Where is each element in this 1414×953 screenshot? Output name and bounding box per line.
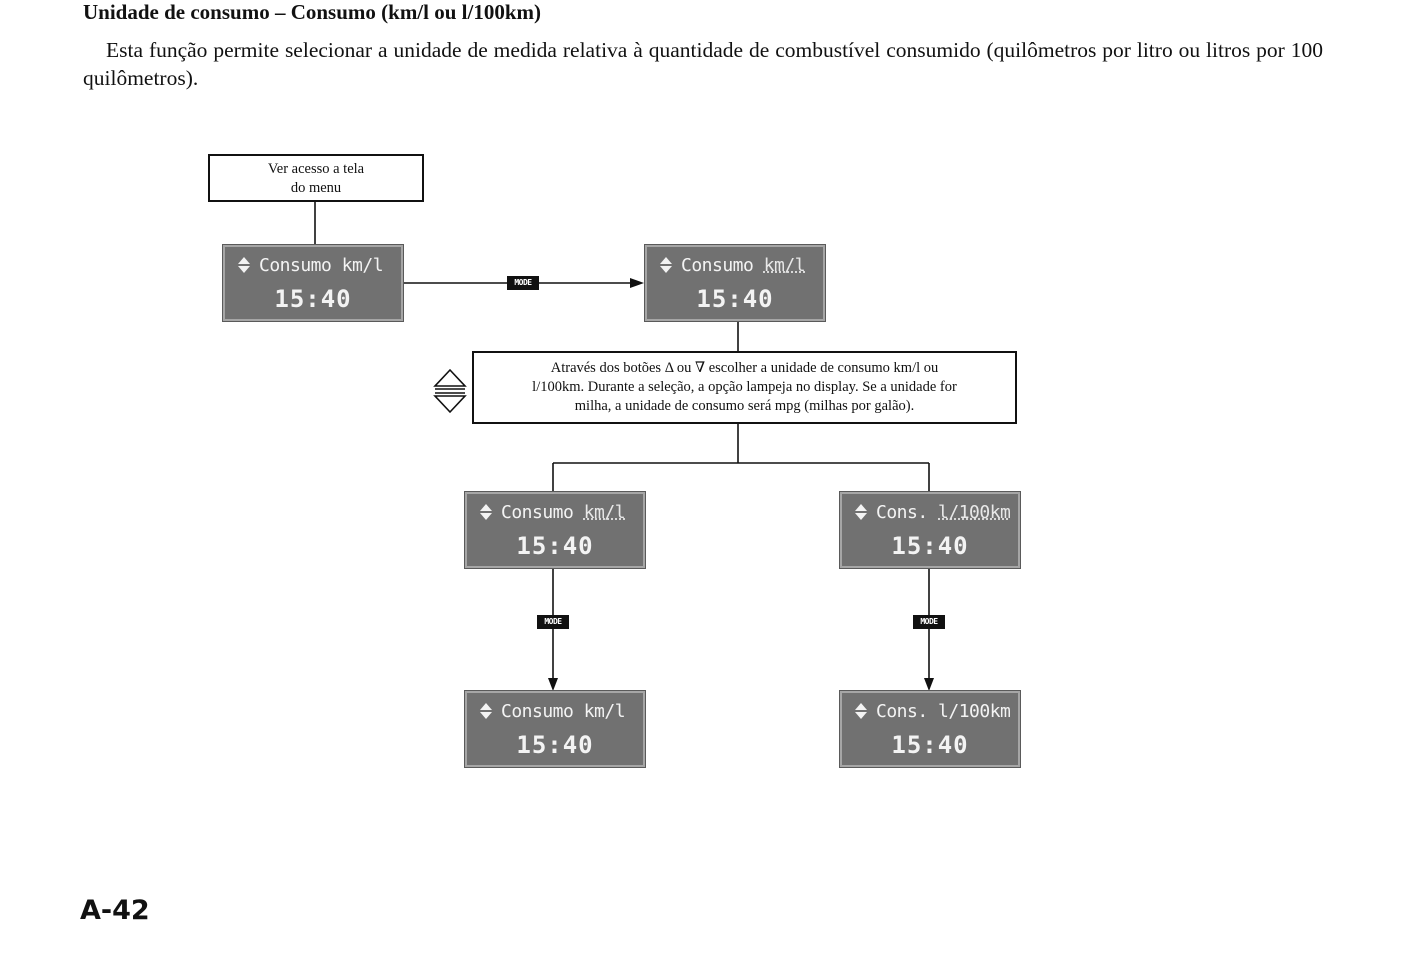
display-unit: l/100km bbox=[938, 701, 1011, 722]
mode-button-label: MODE bbox=[537, 615, 569, 629]
mode-button-label: MODE bbox=[507, 276, 539, 290]
up-down-arrows-icon bbox=[854, 702, 868, 720]
display-unit-blinking: km/l bbox=[763, 255, 806, 276]
section-heading: Unidade de consumo – Consumo (km/l ou l/… bbox=[83, 0, 541, 24]
menu-access-box: Ver acesso a tela do menu bbox=[208, 154, 424, 202]
display-select-kml: Consumo km/l 15:40 bbox=[464, 491, 646, 569]
display-time: 15:40 bbox=[516, 532, 594, 560]
page-number: A-42 bbox=[80, 895, 150, 926]
display-time: 15:40 bbox=[891, 731, 969, 759]
arrowhead-right bbox=[630, 278, 644, 288]
up-down-arrows-icon bbox=[237, 256, 251, 274]
instruction-box: Através dos botões Δ ou ∇ escolher a uni… bbox=[472, 351, 1017, 424]
display-unit-blinking: l/100km bbox=[938, 502, 1011, 523]
display-label: Consumo bbox=[681, 255, 754, 276]
arrowhead-down-right bbox=[924, 678, 934, 691]
display-unit: km/l bbox=[583, 701, 626, 722]
display-time: 15:40 bbox=[516, 731, 594, 759]
instruction-line-3: milha, a unidade de consumo será mpg (mi… bbox=[574, 398, 915, 414]
up-down-arrows-icon bbox=[479, 503, 493, 521]
display-final-l100km: Cons. l/100km 15:40 bbox=[839, 690, 1021, 768]
display-time: 15:40 bbox=[696, 285, 774, 313]
display-after-mode: Consumo km/l 15:40 bbox=[644, 244, 826, 322]
display-time: 15:40 bbox=[891, 532, 969, 560]
instruction-line-1: Através dos botões Δ ou ∇ escolher a uni… bbox=[550, 360, 939, 376]
up-down-arrows-icon bbox=[479, 702, 493, 720]
display-label: Cons. bbox=[876, 701, 928, 722]
display-label: Consumo bbox=[501, 502, 574, 523]
display-final-kml: Consumo km/l 15:40 bbox=[464, 690, 646, 768]
instruction-line-2: l/100km. Durante a seleção, a opção lamp… bbox=[532, 379, 957, 395]
description-paragraph: Esta função permite selecionar a unidade… bbox=[83, 38, 1323, 90]
mode-button-label: MODE bbox=[913, 615, 945, 629]
display-label: Consumo bbox=[501, 701, 574, 722]
up-down-arrows-icon bbox=[854, 503, 868, 521]
display-start: Consumo km/l 15:40 bbox=[222, 244, 404, 322]
display-select-l100km: Cons. l/100km 15:40 bbox=[839, 491, 1021, 569]
up-down-buttons-icon bbox=[433, 368, 467, 414]
display-label: Consumo bbox=[259, 255, 332, 276]
menu-box-line-2: do menu bbox=[290, 180, 342, 196]
display-unit: km/l bbox=[341, 255, 384, 276]
menu-box-line-1: Ver acesso a tela bbox=[267, 161, 365, 177]
up-down-arrows-icon bbox=[659, 256, 673, 274]
display-unit-blinking: km/l bbox=[583, 502, 626, 523]
arrowhead-down-left bbox=[548, 678, 558, 691]
display-label: Cons. bbox=[876, 502, 928, 523]
display-time: 15:40 bbox=[274, 285, 352, 313]
